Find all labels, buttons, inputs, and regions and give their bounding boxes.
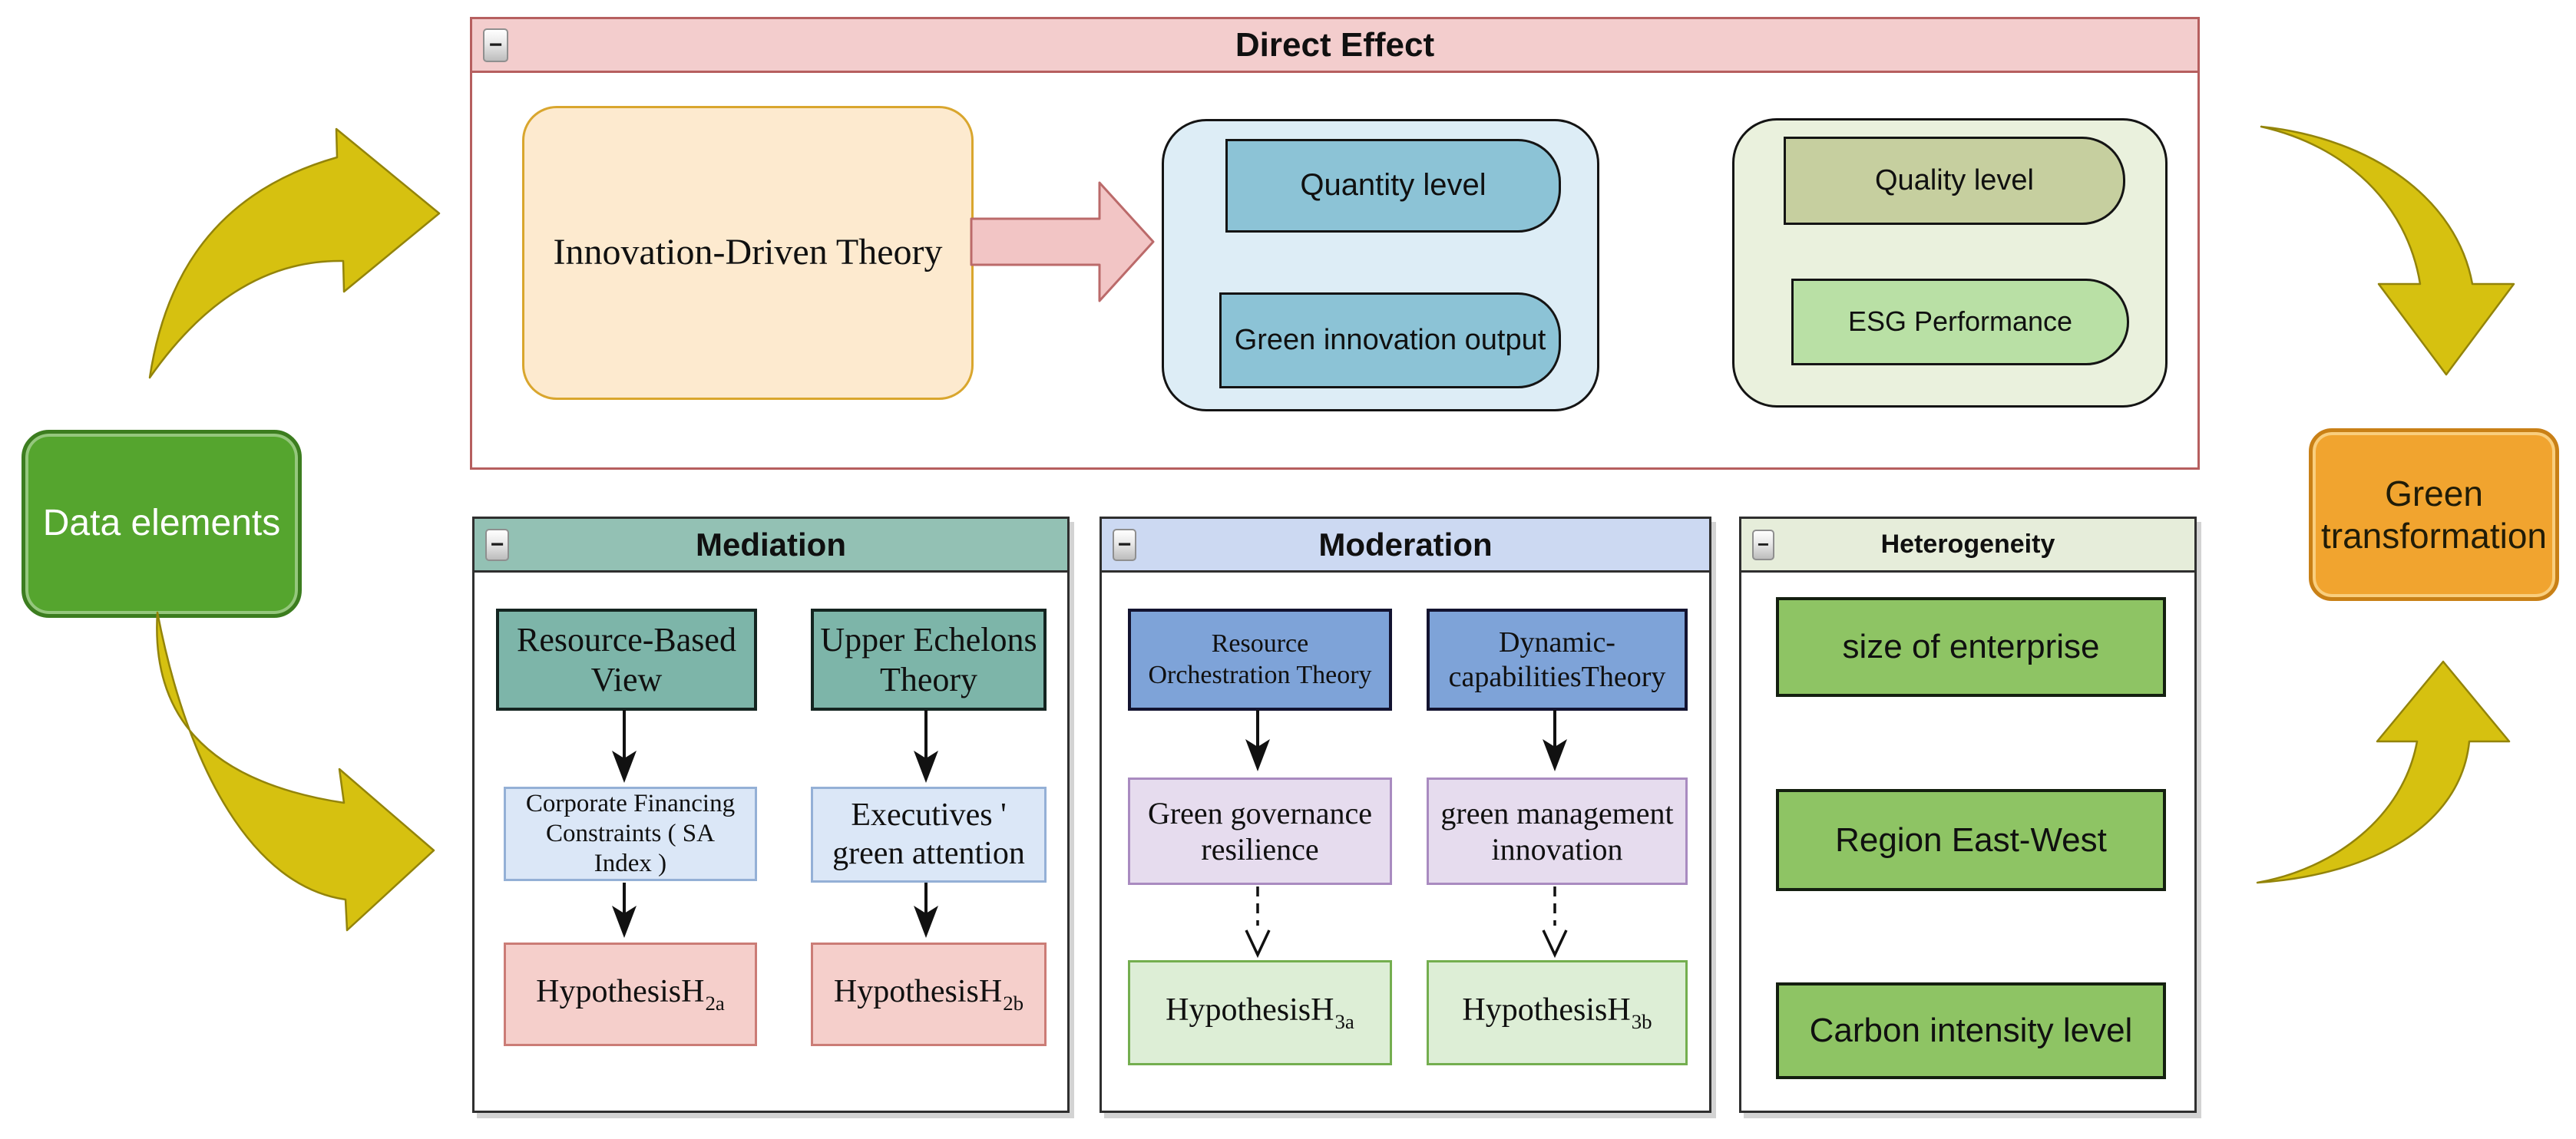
green-governance-resilience-label: Green governance resilience: [1147, 795, 1373, 867]
size-of-enterprise-box: size of enterprise: [1776, 597, 2166, 697]
carbon-intensity-level-box: Carbon intensity level: [1776, 982, 2166, 1079]
panel-title-mediation: Mediation: [696, 526, 846, 563]
green-innovation-output-box: Green innovation output: [1219, 292, 1561, 388]
esg-performance-box: ESG Performance: [1791, 279, 2129, 365]
hypothesis-h2b-label: HypothesisH2b: [833, 973, 1024, 1015]
resource-orchestration-theory-label: Resource Orchestration Theory: [1148, 629, 1372, 689]
green-management-innovation-label: green management innovation: [1440, 795, 1674, 867]
esg-performance-label: ESG Performance: [1847, 305, 2073, 338]
hypothesis-h3b-label: HypothesisH3b: [1462, 992, 1652, 1033]
resource-based-view-box: Resource-Based View: [496, 609, 757, 711]
panel-moderation: − Moderation Resource Orchestration Theo…: [1100, 517, 1711, 1113]
hypothesis-h2b-box: HypothesisH2b: [811, 943, 1047, 1046]
curved-arrow-bottom-left-icon: [156, 611, 435, 932]
hypothesis-h3a-box: HypothesisH3a: [1128, 960, 1392, 1065]
carbon-intensity-level-label: Carbon intensity level: [1809, 1012, 2133, 1050]
data-elements-label: Data elements: [42, 503, 281, 544]
panel-header-heterogeneity: − Heterogeneity: [1741, 519, 2194, 573]
region-east-west-box: Region East-West: [1776, 789, 2166, 891]
panel-title-heterogeneity: Heterogeneity: [1880, 530, 2055, 559]
panel-header-moderation: − Moderation: [1102, 519, 1709, 573]
corporate-financing-constraints-box: Corporate Financing Constraints ( SA Ind…: [504, 787, 757, 881]
panel-title-moderation: Moderation: [1318, 526, 1493, 563]
executives-green-attention-box: Executives ' green attention: [811, 787, 1047, 883]
panel-header-direct-effect: − Direct Effect: [472, 19, 2197, 73]
innovation-driven-theory-label: Innovation-Driven Theory: [553, 232, 943, 273]
dynamic-capabilities-theory-label: Dynamic- capabilitiesTheory: [1448, 626, 1666, 693]
region-east-west-label: Region East-West: [1835, 820, 2107, 859]
green-governance-resilience-box: Green governance resilience: [1128, 777, 1392, 885]
green-transformation-label: Green transformation: [2320, 474, 2547, 556]
curved-arrow-top-left-icon: [148, 127, 441, 379]
data-elements-box: Data elements: [21, 430, 302, 618]
corporate-financing-constraints-label: Corporate Financing Constraints ( SA Ind…: [525, 790, 736, 877]
green-innovation-output-label: Green innovation output: [1234, 324, 1546, 357]
green-transformation-box: Green transformation: [2309, 428, 2559, 601]
quantity-level-box: Quantity level: [1225, 139, 1561, 233]
hypothesis-h3b-box: HypothesisH3b: [1427, 960, 1688, 1065]
collapse-button-heterogeneity-icon[interactable]: −: [1752, 529, 1774, 560]
hypothesis-h2a-box: HypothesisH2a: [504, 943, 757, 1046]
panel-title-direct-effect: Direct Effect: [1235, 25, 1435, 64]
upper-echelons-theory-label: Upper Echelons Theory: [820, 620, 1037, 698]
resource-orchestration-theory-box: Resource Orchestration Theory: [1128, 609, 1392, 711]
green-management-innovation-box: green management innovation: [1427, 777, 1688, 885]
collapse-button-mediation-icon[interactable]: −: [485, 528, 509, 561]
hypothesis-h3a-label: HypothesisH3a: [1166, 992, 1354, 1033]
hypothesis-h2a-label: HypothesisH2a: [536, 973, 725, 1015]
quality-level-label: Quality level: [1875, 164, 2034, 197]
quality-level-box: Quality level: [1784, 137, 2125, 225]
innovation-driven-theory-box: Innovation-Driven Theory: [522, 106, 974, 400]
curved-arrow-top-right-icon: [2260, 125, 2515, 376]
executives-green-attention-label: Executives ' green attention: [832, 797, 1025, 871]
quantity-level-label: Quantity level: [1300, 168, 1486, 203]
panel-heterogeneity: − Heterogeneity size of enterprise Regio…: [1739, 517, 2197, 1113]
collapse-button-moderation-icon[interactable]: −: [1113, 528, 1136, 561]
curved-arrow-bottom-right-icon: [2256, 660, 2511, 884]
size-of-enterprise-label: size of enterprise: [1842, 628, 2100, 666]
collapse-button-direct-effect-icon[interactable]: −: [483, 28, 508, 62]
upper-echelons-theory-box: Upper Echelons Theory: [811, 609, 1047, 711]
resource-based-view-label: Resource-Based View: [517, 620, 736, 698]
panel-header-mediation: − Mediation: [475, 519, 1067, 573]
dynamic-capabilities-theory-box: Dynamic- capabilitiesTheory: [1427, 609, 1688, 711]
panel-mediation: − Mediation Resource-Based View Upper Ec…: [472, 517, 1070, 1113]
panel-direct-effect: − Direct Effect Innovation-Driven Theory…: [470, 17, 2200, 470]
